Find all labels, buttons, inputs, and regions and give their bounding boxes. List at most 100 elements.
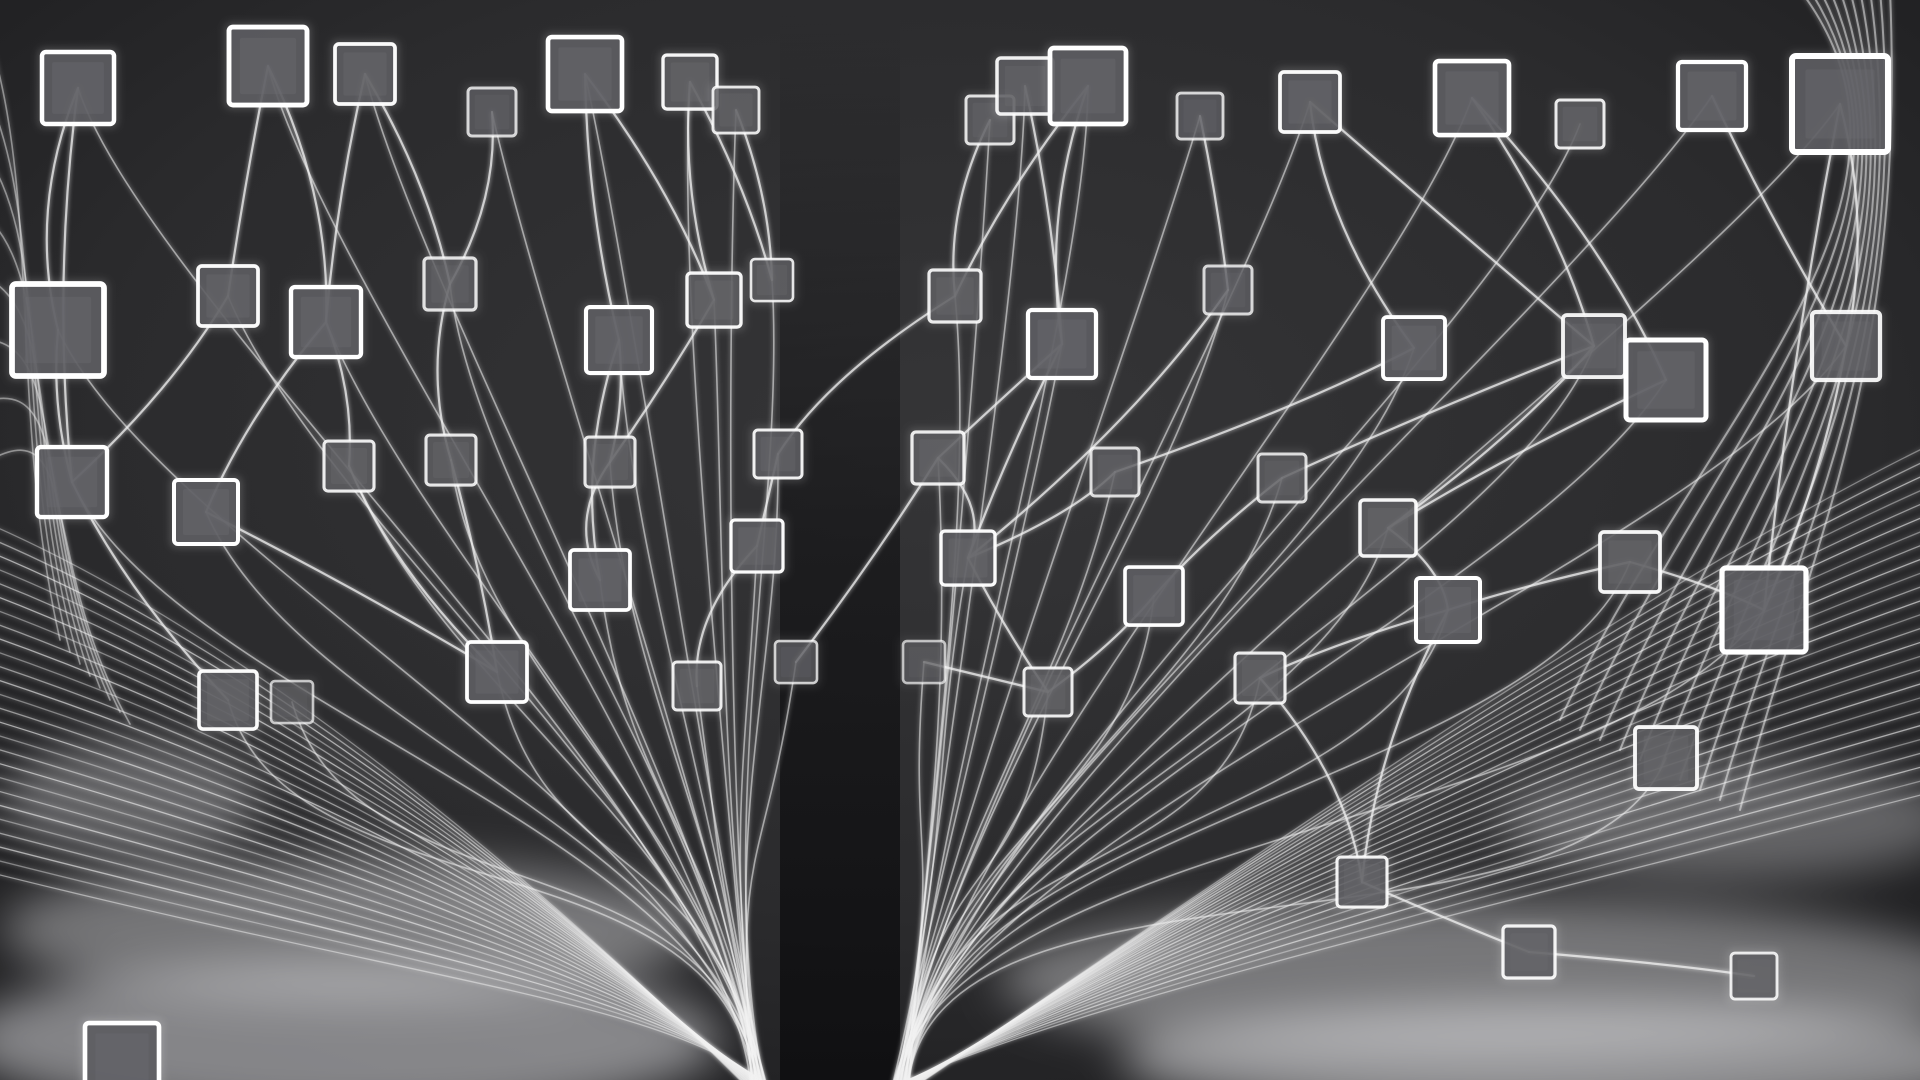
connection-line <box>0 874 763 1080</box>
cube-node <box>582 303 656 377</box>
cube-node <box>1499 922 1559 982</box>
connection-line <box>896 661 925 1080</box>
cube-node <box>1046 44 1130 128</box>
connection-line <box>449 283 753 1080</box>
connection-line <box>744 279 775 1080</box>
mist-cloud <box>0 740 260 860</box>
cube-node <box>1379 313 1449 383</box>
cube-node <box>38 48 118 128</box>
cube-node <box>194 262 262 330</box>
cube-node <box>727 516 787 576</box>
cube-node <box>993 54 1057 118</box>
cube-node <box>709 83 763 137</box>
connection-line <box>496 671 761 1080</box>
cube-node <box>1020 664 1076 720</box>
cube-node <box>1231 649 1289 707</box>
cube-node <box>1412 574 1484 646</box>
central-trunk <box>780 0 900 1080</box>
connection-line <box>906 123 1581 1080</box>
cube-node <box>1552 96 1608 152</box>
connection-line <box>909 683 1920 1080</box>
connection-line <box>909 697 1920 1080</box>
cube-node <box>267 677 317 727</box>
connection-line <box>745 661 797 1080</box>
connection-line <box>686 81 753 1080</box>
cube-node <box>195 667 261 733</box>
cube-node <box>747 255 797 305</box>
cube-node <box>33 443 111 521</box>
cube-node <box>464 84 520 140</box>
cube-node <box>544 33 626 115</box>
cube-node <box>1356 496 1420 560</box>
cube-node <box>1333 853 1391 911</box>
connection-line <box>904 677 1261 1080</box>
cube-node <box>1727 949 1781 1003</box>
cube-node <box>1808 308 1884 384</box>
connection-line <box>897 345 1847 1080</box>
cube-node <box>1674 58 1750 134</box>
connection-line <box>906 780 1920 1080</box>
cube-node <box>937 527 999 589</box>
cube-node <box>81 1019 163 1080</box>
connection-line <box>205 511 763 1080</box>
connection-line <box>900 477 1283 1080</box>
cube-node <box>750 426 806 482</box>
cube-node <box>225 23 311 109</box>
connection-line <box>900 691 1049 1080</box>
connection-line <box>903 347 1415 1080</box>
cube-node <box>1200 262 1256 318</box>
connection-line <box>599 579 760 1080</box>
connection-line <box>0 832 761 1080</box>
cube-node <box>1718 564 1810 656</box>
mist-cloud <box>1500 760 1920 880</box>
connection-line <box>903 527 1389 1080</box>
connection-line <box>1280 344 1596 480</box>
connection-line <box>905 794 1920 1080</box>
cube-node <box>170 476 242 548</box>
connection-line <box>0 846 762 1080</box>
cube-node <box>287 283 365 361</box>
connection-line <box>906 752 1920 1080</box>
cube-node <box>669 658 725 714</box>
cube-node <box>422 431 480 489</box>
connection-line <box>1308 100 1596 348</box>
cube-node <box>8 280 108 380</box>
connection-line <box>896 471 1116 1080</box>
connection-line <box>905 595 1155 1080</box>
cube-node <box>1173 89 1227 143</box>
mist-cloud <box>1120 1000 1920 1080</box>
cube-node <box>1024 306 1100 382</box>
cube-node <box>1788 52 1892 156</box>
cube-node <box>420 254 480 314</box>
cube-node <box>463 638 531 706</box>
cube-node <box>1622 336 1710 424</box>
connection-line <box>908 609 1449 1080</box>
cube-node <box>899 637 949 687</box>
cube-node <box>1559 311 1629 381</box>
connection-line <box>584 73 766 1080</box>
connection-line <box>907 738 1920 1080</box>
connection-line <box>57 329 759 1080</box>
cube-node <box>1254 450 1310 506</box>
cube-node <box>1276 68 1344 136</box>
connection-line <box>906 766 1920 1080</box>
connection-line <box>0 860 762 1080</box>
connection-line <box>895 115 1201 1080</box>
cube-node <box>1121 563 1187 629</box>
connection-line <box>893 95 1713 1080</box>
connection-line <box>907 725 1920 1080</box>
cube-node <box>925 266 985 326</box>
cube-node <box>908 428 968 488</box>
cube-node <box>1431 57 1513 139</box>
cube-node <box>320 437 378 495</box>
connection-line <box>895 343 1063 1080</box>
connection-line <box>77 87 751 1080</box>
connection-line <box>908 85 1089 1080</box>
connection-line <box>291 701 758 1080</box>
cube-node <box>1596 528 1664 596</box>
connection-line <box>894 379 1667 1080</box>
connection-line <box>204 510 499 674</box>
cube-node <box>331 40 399 108</box>
cube-node <box>1087 444 1143 500</box>
